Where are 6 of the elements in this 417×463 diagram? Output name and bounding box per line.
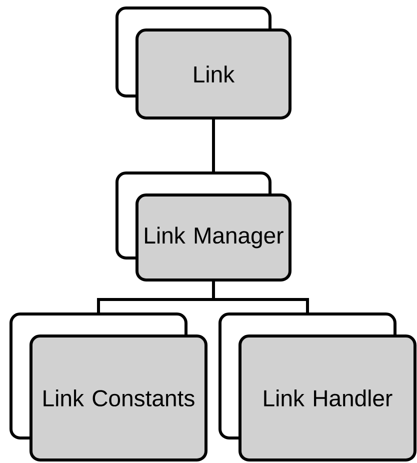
connector-line xyxy=(212,282,309,314)
stacked-box: Link Constants xyxy=(10,312,208,462)
stacked-box: Link Manager xyxy=(116,172,292,282)
stacked-box: Link xyxy=(116,6,292,120)
connector-line xyxy=(212,120,215,172)
stacked-box: Link Handler xyxy=(218,312,416,462)
